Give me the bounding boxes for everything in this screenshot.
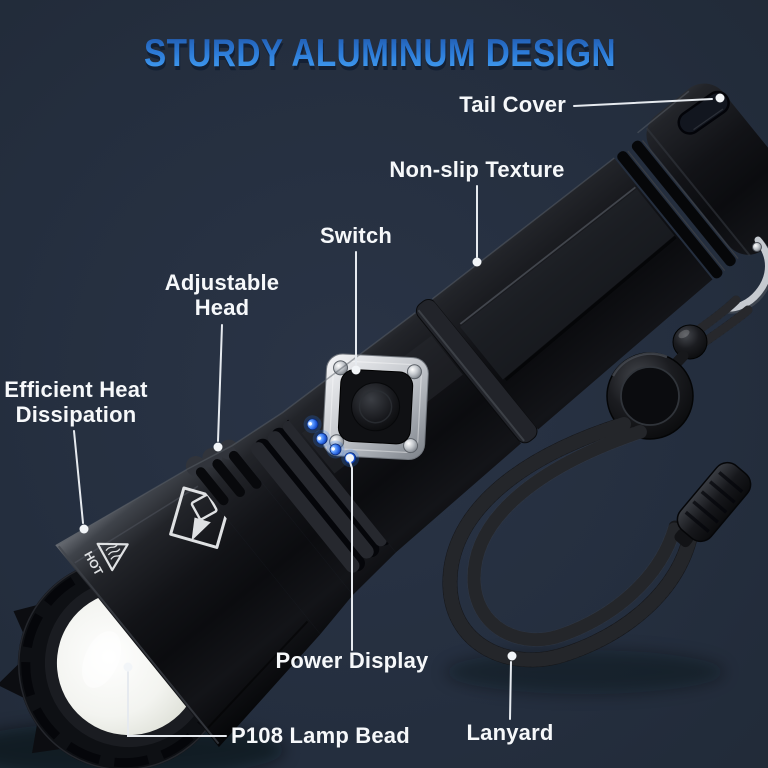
cord-loop-inner <box>467 425 682 647</box>
groove-highlight <box>627 150 726 272</box>
callout-label: Efficient Heat <box>4 377 148 402</box>
screw <box>406 364 422 380</box>
callout-p108-lamp-bead: P108 Lamp Bead <box>123 662 410 748</box>
ring-highlight <box>417 309 525 442</box>
callout-lanyard: Lanyard <box>467 651 554 745</box>
callout-label: Head <box>195 295 250 320</box>
callout-dot <box>472 257 482 267</box>
barrel-facet-line <box>459 186 636 325</box>
bead-highlight <box>678 329 690 339</box>
callout-power-display: Power Display <box>276 454 430 673</box>
switch-button <box>351 382 401 432</box>
callout-dot <box>715 93 725 103</box>
leader-line <box>127 671 227 737</box>
callout-label: Switch <box>320 223 392 248</box>
switch-plate-bevel <box>329 360 422 453</box>
barrel-shadow-line <box>504 235 677 382</box>
callout-dot <box>213 442 223 452</box>
heat-waves <box>105 544 123 560</box>
switch-button-ring <box>358 389 393 424</box>
page-title-shadow: STURDY ALUMINUM DESIGN <box>145 36 617 79</box>
fin-groove <box>228 450 262 489</box>
fin-groove <box>195 467 229 506</box>
tail-grooves <box>617 140 739 279</box>
groove-highlight <box>641 140 739 259</box>
callout-switch: Switch <box>320 223 392 375</box>
clip-bolt <box>752 242 762 252</box>
head-facet-shadow <box>207 620 309 729</box>
lens-highlight <box>82 631 122 688</box>
callout-label: Adjustable <box>165 270 279 295</box>
disc-center <box>621 367 679 425</box>
callout-dot <box>507 651 517 661</box>
callout-dot <box>123 662 133 672</box>
leader-line <box>217 324 223 442</box>
callout-label: Lanyard <box>467 720 554 745</box>
callout-dot <box>351 365 361 375</box>
tail-cap-edge <box>645 127 751 257</box>
switch-panel <box>322 353 429 461</box>
tail-lanyard-slot <box>677 90 730 135</box>
pull-tab <box>674 461 752 548</box>
leader-line <box>73 430 84 524</box>
head-facet-line <box>74 485 199 564</box>
callout-efficient-heat-dissipation: Efficient Heat Dissipation <box>4 377 148 534</box>
leader-line <box>349 461 353 651</box>
rib <box>267 431 374 559</box>
hot-triangle <box>96 542 129 572</box>
zoom-icon-frame <box>190 493 218 521</box>
silhouette-highlight <box>57 90 690 546</box>
callout-label: P108 Lamp Bead <box>231 723 410 748</box>
callout-dot <box>346 454 354 462</box>
callout-label: Dissipation <box>16 402 137 427</box>
callout-dot <box>79 524 89 534</box>
head-front-edge <box>57 545 220 745</box>
cord-bead <box>672 324 708 360</box>
tail-groove <box>631 140 736 267</box>
rib <box>251 442 360 573</box>
cord-loop-weave <box>442 417 698 667</box>
power-led <box>312 429 331 448</box>
lanyard-slot-hole <box>677 90 730 135</box>
cord-loop-outer <box>442 416 699 668</box>
power-led <box>303 415 322 434</box>
callout-label: Non-slip Texture <box>389 157 564 182</box>
fin-groove <box>212 459 246 498</box>
callout-non-slip-texture: Non-slip Texture <box>389 157 564 267</box>
tab-ridges <box>684 471 744 533</box>
disc-inner-ring <box>620 366 680 426</box>
metal-clip <box>722 236 768 312</box>
slot-inner-light <box>693 108 724 131</box>
heat-fins-cone <box>186 445 353 635</box>
power-indicator-leds <box>303 415 360 468</box>
callout-label: Tail Cover <box>459 92 566 117</box>
callout-tail-cover: Tail Cover <box>459 92 725 117</box>
page-title: STURDY ALUMINUM DESIGN <box>144 32 616 75</box>
rib <box>282 420 387 547</box>
zoom-icon-arrow <box>191 517 211 541</box>
callout-label: Power Display <box>276 648 430 673</box>
leader-line <box>573 98 713 107</box>
lanyard <box>442 236 768 668</box>
plate-screws <box>329 360 422 454</box>
tail-groove <box>617 151 723 279</box>
barrel-facet <box>460 188 675 380</box>
callout-adjustable-head: Adjustable Head <box>165 270 279 452</box>
power-led <box>326 440 345 459</box>
screw <box>403 438 419 454</box>
leader-line <box>509 661 512 720</box>
disc-rim-highlight <box>611 352 668 377</box>
